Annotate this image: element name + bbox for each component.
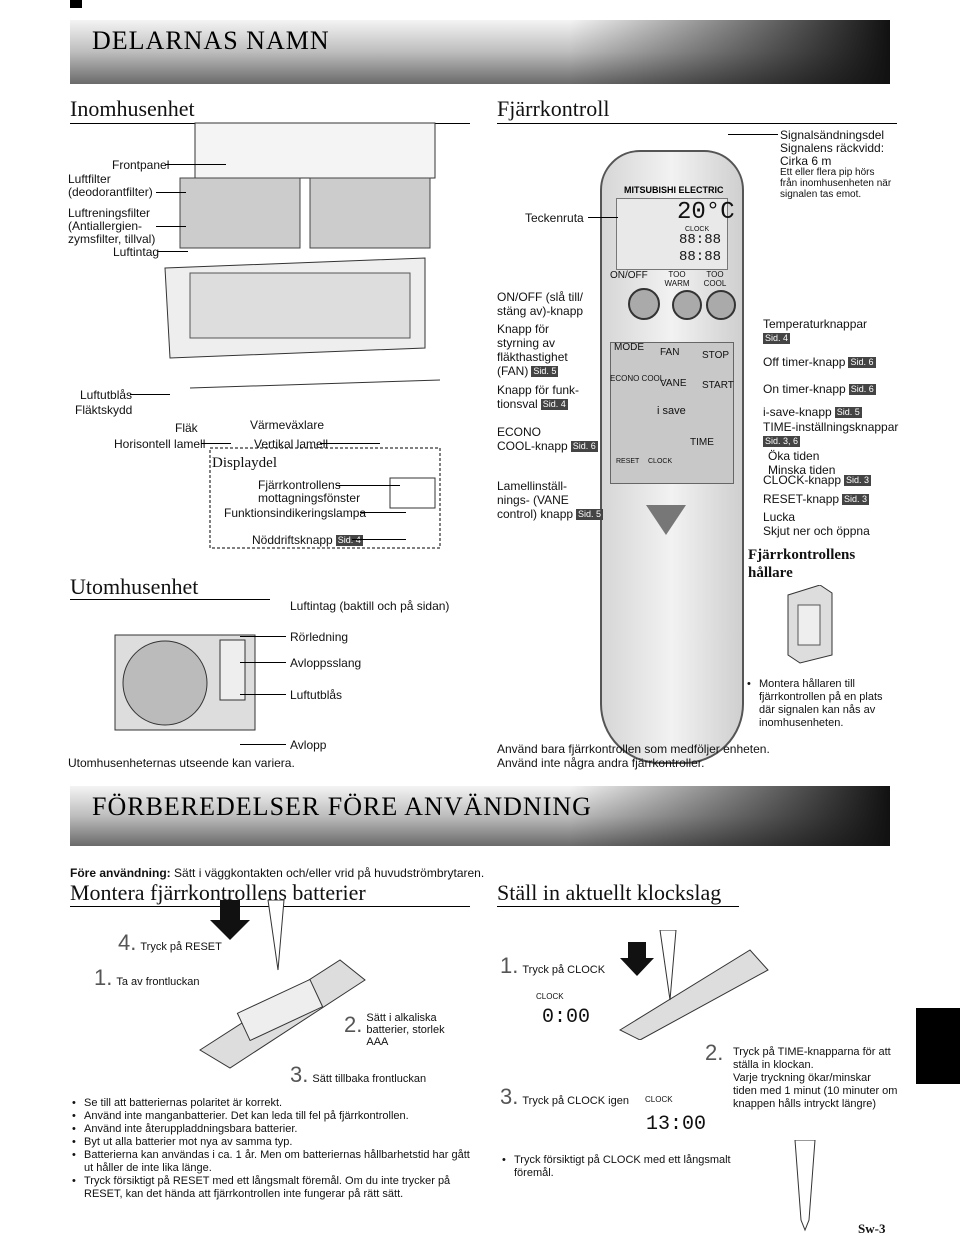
indoor-heading: Inomhusenhet [70, 96, 195, 121]
section-title-prep: FÖRBEREDELSER FÖRE ANVÄNDNING [92, 792, 592, 821]
holder-illustration [787, 585, 833, 664]
mode-button[interactable]: MODE [614, 342, 644, 353]
remote-left-label: ON/OFF (slå till/stäng av)-knapp [497, 290, 584, 318]
clock-lcd-1: CLOCK 0:00 [532, 992, 597, 1032]
page-number: Sw-3 [858, 1221, 886, 1236]
clock-bullet: Tryck försiktigt på CLOCK med ett långsm… [500, 1154, 740, 1180]
clock-step-3: 3.Tryck på CLOCK igen [500, 1084, 629, 1109]
clock-button[interactable]: CLOCK [648, 458, 673, 465]
onoff-button[interactable] [628, 288, 660, 320]
clock-lcd-2: CLOCK 13:00 [640, 1095, 706, 1140]
section-banner-prep: FÖRBEREDELSER FÖRE ANVÄNDNING [70, 786, 890, 846]
fan-button[interactable]: FAN [660, 347, 680, 358]
page-side-tab [916, 1008, 960, 1084]
slide-cover-arrow-icon [646, 505, 686, 535]
outdoor-unit-illustration [114, 634, 256, 731]
temp-down-button[interactable] [672, 290, 702, 320]
remote-brand: MITSUBISHI ELECTRIC [624, 185, 724, 195]
econo-cool-button[interactable]: ECONO COOL [610, 374, 665, 383]
side-bar-top [70, 0, 82, 8]
section-banner-parts: DELARNAS NAMN [70, 20, 890, 84]
battery-illustration [199, 900, 366, 1069]
battery-bullets: Se till att batteriernas polaritet är ko… [70, 1097, 475, 1201]
remote-heading: Fjärrkontroll [497, 96, 610, 121]
remote-lcd: 20°C CLOCK 88:88 88:88 [616, 198, 735, 270]
time-buttons[interactable]: TIME [690, 437, 714, 448]
battery-step-4: 4.Tryck på RESET [118, 930, 222, 955]
reset-button[interactable]: RESET [616, 458, 640, 465]
indoor-unit-illustration [164, 122, 441, 549]
battery-step-3: 3.Sätt tillbaka frontluckan [290, 1062, 427, 1087]
stop-button[interactable]: STOP [702, 350, 730, 361]
prep-intro: Före användning: Sätt i väggkontakten oc… [70, 866, 485, 880]
remote-onoff-label: ON/OFF [610, 270, 648, 281]
isave-button[interactable]: i save [657, 405, 686, 417]
vane-button[interactable]: VANE [660, 378, 687, 389]
temp-up-button[interactable] [706, 290, 736, 320]
clock-heading: Ställ in aktuellt klockslag [497, 880, 722, 905]
start-button[interactable]: START [702, 380, 734, 391]
remote-control-illustration: MITSUBISHI ELECTRIC 20°C CLOCK 88:88 88:… [600, 150, 744, 764]
remote-note: Använd bara fjärrkontrollen som medfölje… [497, 742, 770, 770]
clock-step-1: 1.Tryck på CLOCK [500, 953, 606, 978]
battery-heading: Montera fjärrkontrollens batterier [70, 880, 366, 905]
outdoor-heading: Utomhusenhet [70, 574, 199, 599]
section-title-parts: DELARNAS NAMN [92, 26, 330, 55]
battery-step-1: 1.Ta av frontluckan [94, 965, 200, 990]
clock-remote-illustration [618, 930, 769, 1040]
clock-pen-illustration [794, 1140, 816, 1232]
